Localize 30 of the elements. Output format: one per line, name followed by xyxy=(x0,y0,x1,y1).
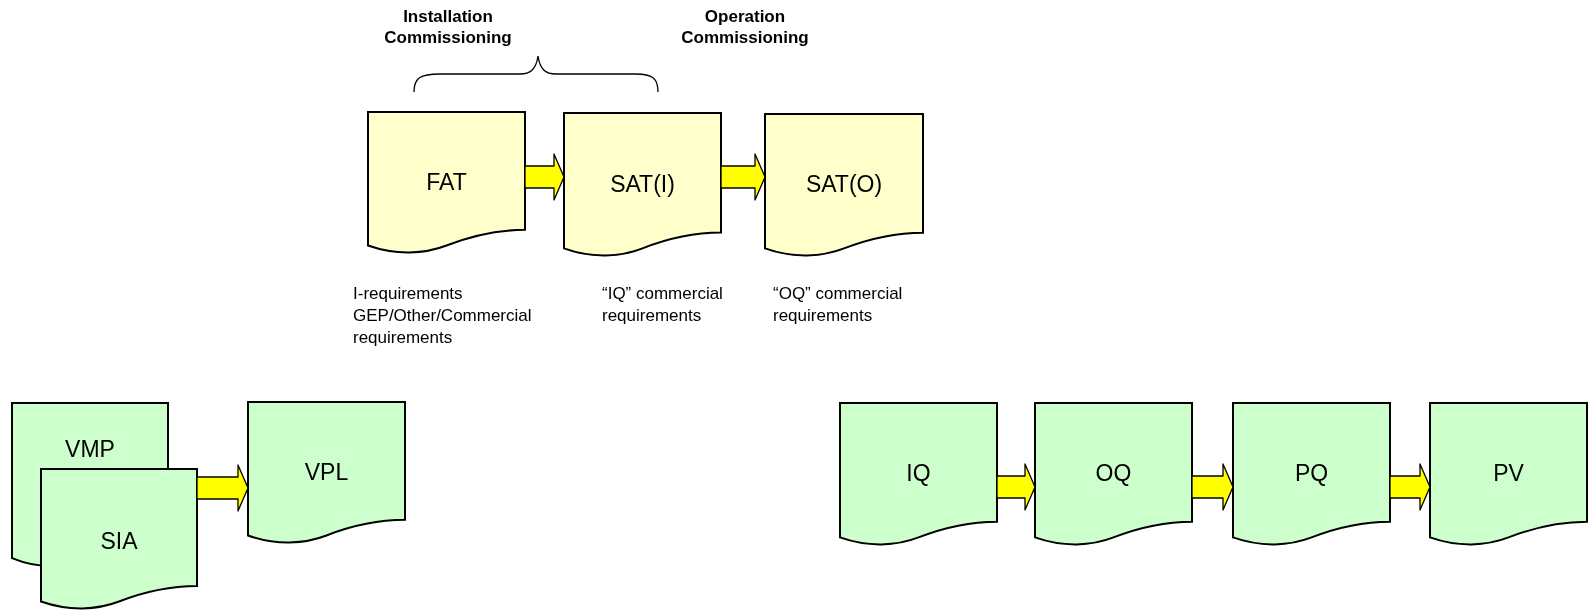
document-shape xyxy=(1035,403,1192,546)
document-shape xyxy=(368,112,525,254)
document-shape xyxy=(248,402,405,544)
block-arrow xyxy=(1389,463,1431,511)
group-heading: Operation Commissioning xyxy=(680,6,810,48)
node-label: FAT xyxy=(426,168,467,195)
note-text: “IQ” commercial requirements xyxy=(602,283,724,327)
node-label: PV xyxy=(1493,460,1524,487)
block-arrow xyxy=(1191,463,1234,511)
node-label: VPL xyxy=(304,458,349,485)
node-label: PQ xyxy=(1294,460,1329,487)
note-text: “OQ” commercial requirements xyxy=(773,283,903,327)
group-heading: Installation Commissioning xyxy=(383,6,513,48)
node-label: VMP xyxy=(65,436,115,462)
block-arrow xyxy=(196,464,249,512)
document-shape xyxy=(840,403,997,546)
block-arrow xyxy=(720,153,766,201)
block-arrow xyxy=(524,153,565,201)
node-label: IQ xyxy=(906,460,931,487)
block-arrow xyxy=(996,463,1036,511)
note-text: I-requirements GEP/Other/Commercial requirements xyxy=(353,283,533,349)
node-label: SAT(O) xyxy=(805,171,883,198)
document-shape xyxy=(765,114,923,257)
node-label: SIA xyxy=(100,528,138,555)
document-shape xyxy=(41,469,197,610)
document-shape xyxy=(1430,403,1587,546)
node-label: OQ xyxy=(1095,460,1132,487)
node-label: SAT(I) xyxy=(610,170,675,197)
document-shape xyxy=(564,113,721,257)
document-shape xyxy=(1233,403,1390,546)
